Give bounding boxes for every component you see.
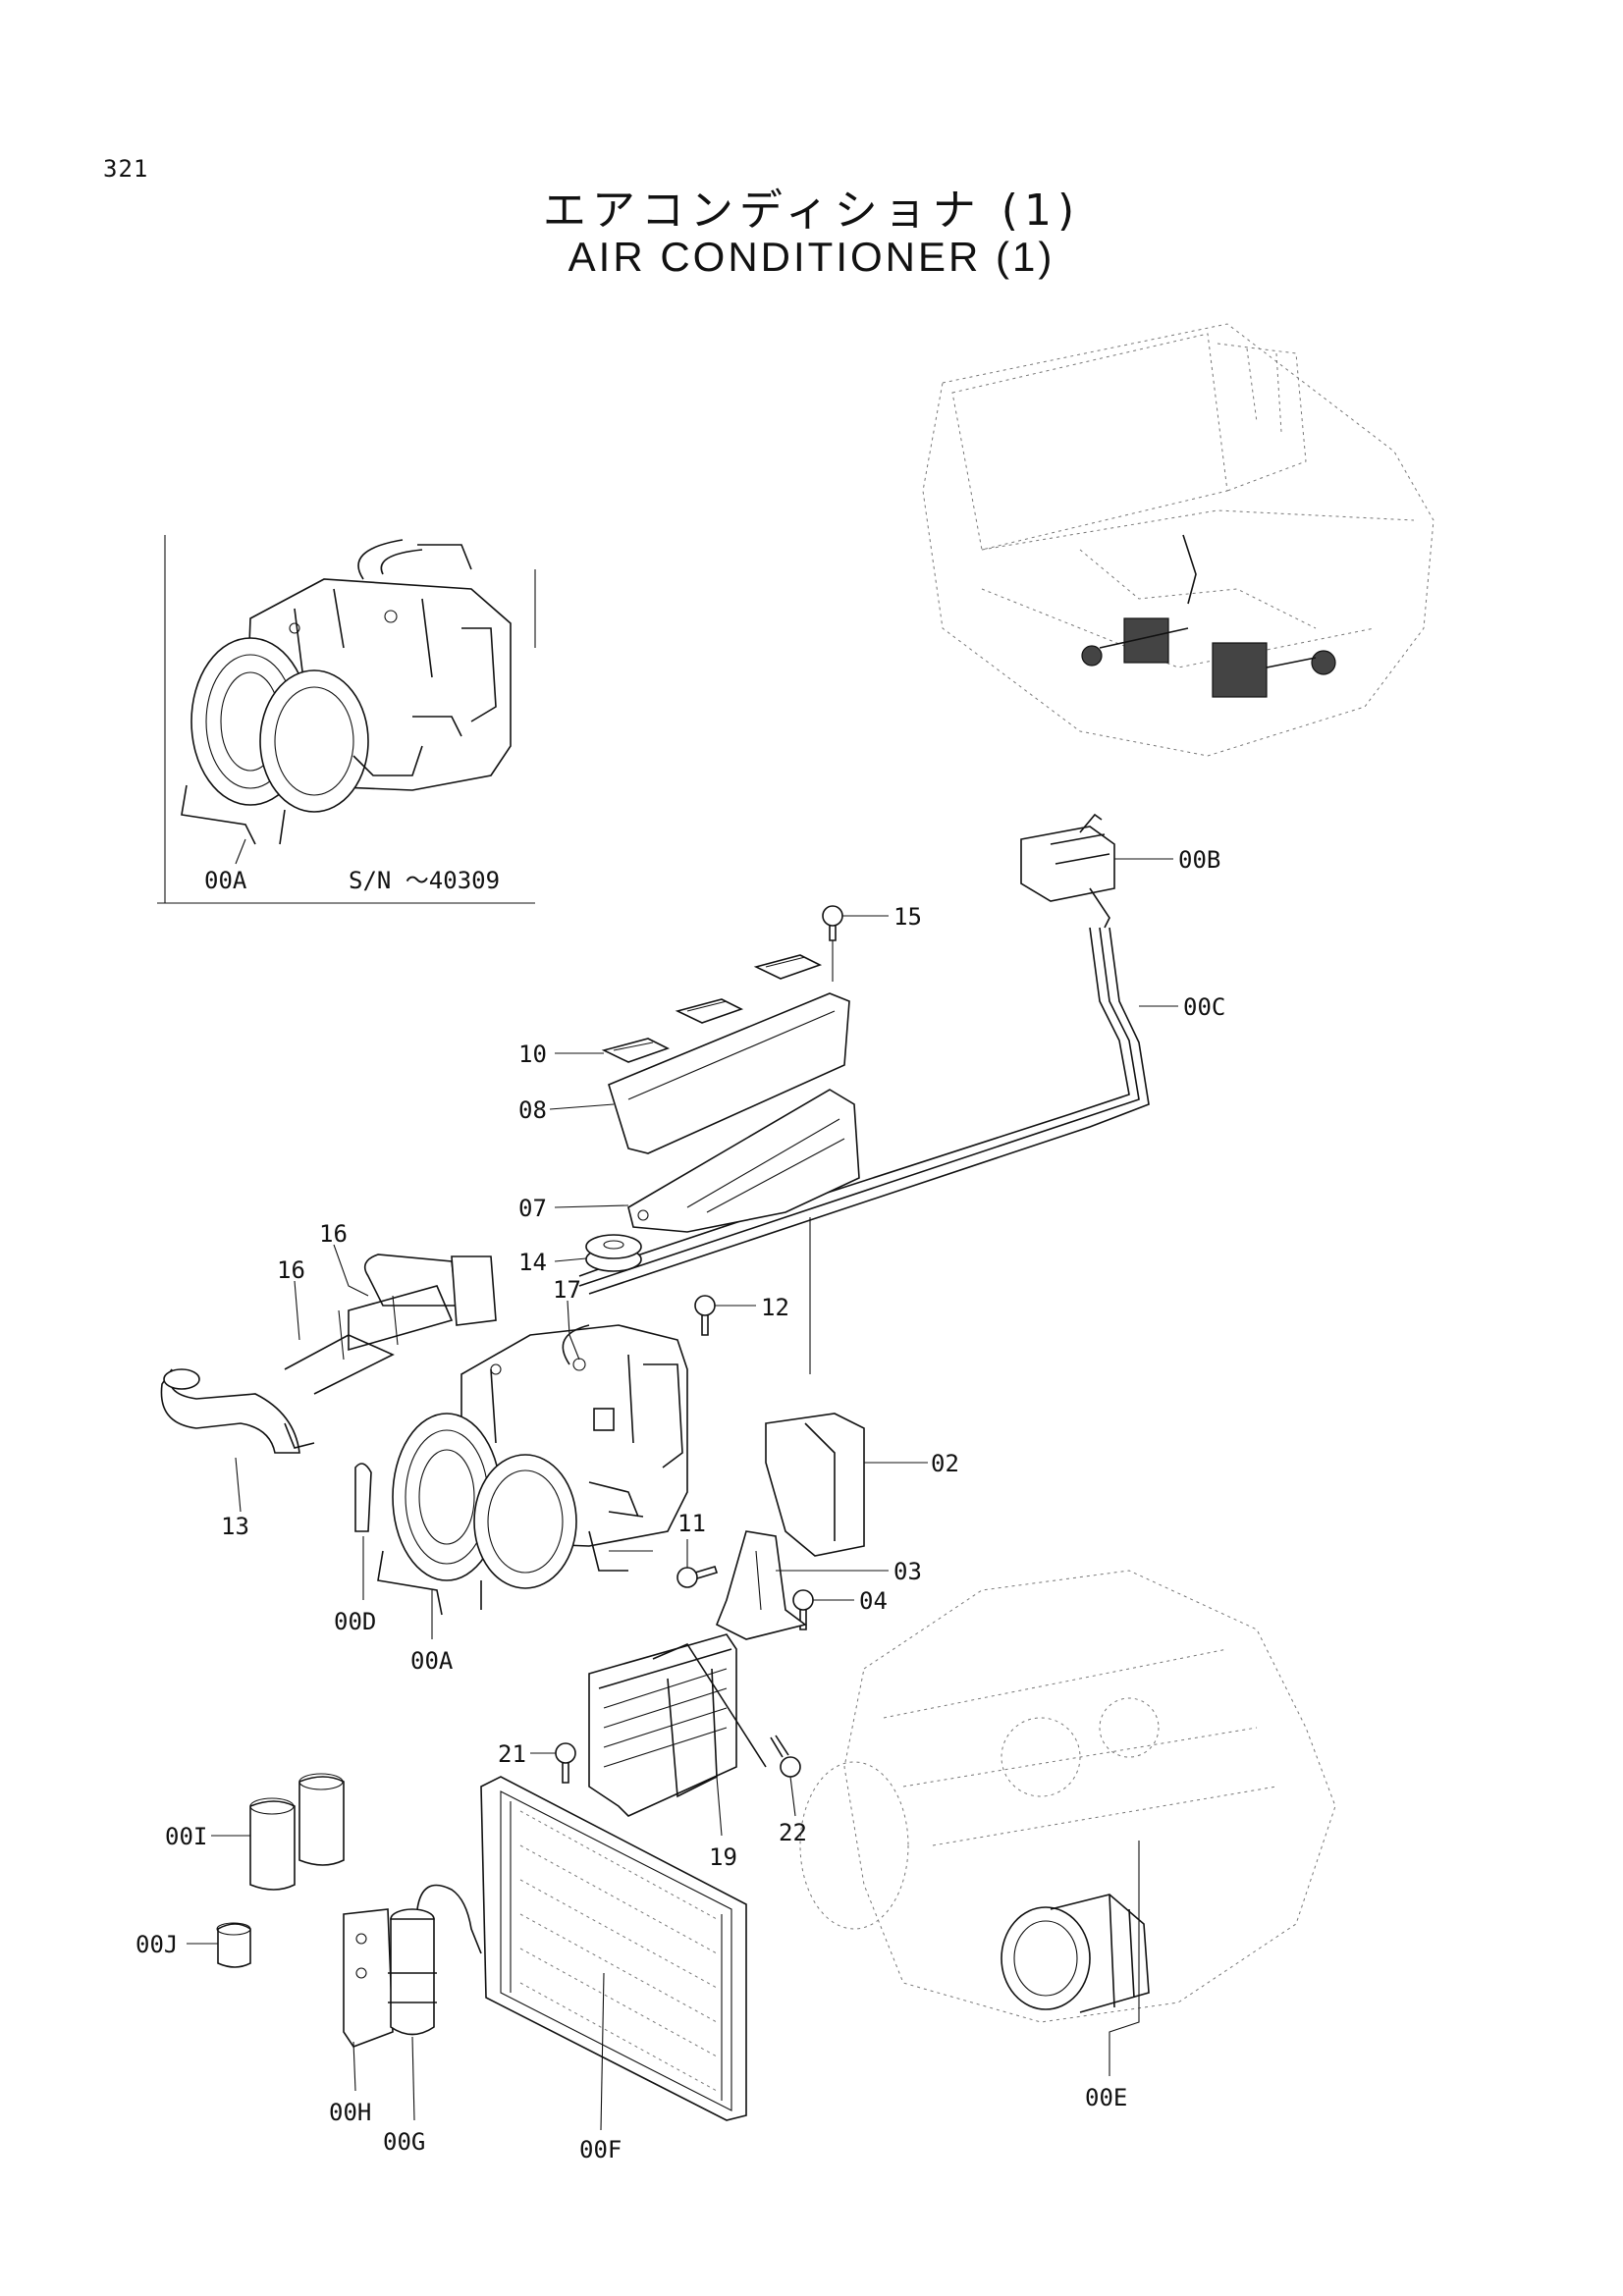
callout-00c: 00C [1183,993,1225,1021]
condenser-00f [480,1776,747,2121]
oil-can-00j [216,1922,251,1968]
inset-callout-00a: 00A [204,867,247,894]
page-number: 321 [103,155,149,183]
bolt-22 [770,1735,801,1778]
callout-00f: 00F [579,2136,622,2163]
mounting-plate-03 [715,1530,807,1640]
evaporator-core-19 [588,1633,767,1817]
callout-00h: 00H [329,2099,371,2126]
bolt-21 [555,1742,576,1784]
compressor-00e [1001,1894,1150,2013]
callout-15: 15 [893,903,922,931]
bolt-11 [676,1566,719,1588]
inset-old-unit [157,535,536,904]
callout-03: 03 [893,1558,922,1585]
callout-00d: 00D [334,1608,376,1635]
duct-cover-02 [765,1413,865,1557]
callout-08: 08 [518,1096,547,1124]
title-japanese: エアコンディショナ (1) [542,186,1081,236]
callout-10: 10 [518,1041,547,1068]
bolt-15 [822,905,843,941]
leader-lines [187,858,1178,2131]
refrigerant-cans-00i [249,1773,345,1891]
callout-00g: 00G [383,2128,425,2156]
louver-grilles-10 [601,954,823,1063]
callout-00a: 00A [410,1647,454,1675]
callout-16-upper: 16 [319,1220,348,1248]
bolt-12 [694,1295,716,1336]
callout-21: 21 [498,1740,526,1768]
callout-14: 14 [518,1249,547,1276]
callout-00j: 00J [135,1931,178,1958]
cover-panel-08 [608,992,850,1154]
heater-hose-13 [160,1368,315,1454]
callout-19: 19 [709,1843,737,1871]
callout-07: 07 [518,1195,547,1222]
callout-00i: 00I [165,1823,207,1850]
serial-number-note: S/N ～40309 [349,867,500,894]
callout-17: 17 [553,1276,581,1304]
callout-12: 12 [761,1294,789,1321]
drain-hose-00d [354,1463,372,1532]
callout-02: 02 [931,1450,959,1477]
control-panel-00b [1020,813,1115,929]
duct-and-clamps-16 [284,1254,497,1395]
callout-22: 22 [779,1819,807,1846]
receiver-drier-00g [343,1884,482,2048]
harness-cable-00c [578,927,1140,1287]
callout-11: 11 [677,1510,706,1537]
air-conditioner-unit-00a [377,1324,688,1616]
callout-04: 04 [859,1587,888,1615]
engine-outline [799,1570,1336,2023]
callout-16-lower: 16 [277,1256,305,1284]
callout-00b: 00B [1178,846,1220,874]
mounting-bracket-07 [627,1089,860,1233]
callout-00e: 00E [1085,2084,1127,2111]
machine-overview-illustration [922,323,1434,757]
title-english: AIR CONDITIONER (1) [568,234,1055,280]
callout-13: 13 [221,1513,249,1540]
grommet-14 [585,1234,642,1272]
